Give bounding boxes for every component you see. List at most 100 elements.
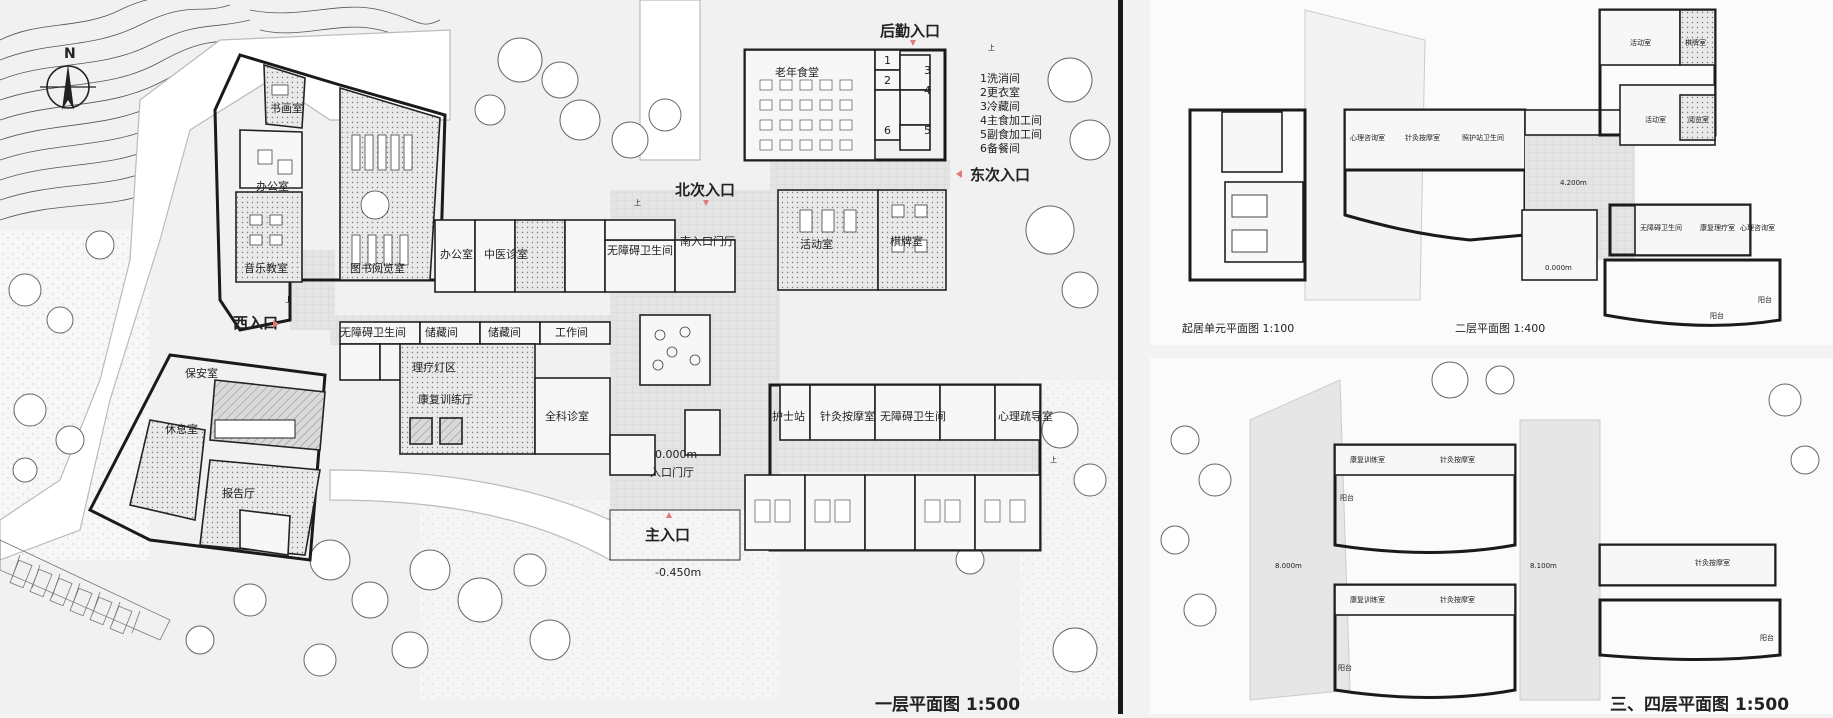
room-wc-3: 无障碍卫生间 xyxy=(880,409,946,423)
entrance-marker-icon xyxy=(910,40,916,46)
library-furniture xyxy=(351,134,413,266)
unit-plan-title: 起居单元平面图 1:100 xyxy=(1182,322,1294,335)
kitchen-number: 1 xyxy=(884,54,891,67)
svg-text:0.000m: 0.000m xyxy=(1545,264,1572,272)
stair-up-label: 上 xyxy=(634,198,641,207)
entrance-marker-icon xyxy=(956,170,962,178)
room-acupuncture: 针灸按摩室 xyxy=(820,409,875,423)
ground-floor-title: 一层平面图 1:500 xyxy=(875,695,1020,714)
kitchen-number: 6 xyxy=(884,124,891,137)
unit-beds xyxy=(754,499,1026,523)
svg-text:阅览室: 阅览室 xyxy=(1688,115,1709,124)
entrance-north-sub: 北次入口 xyxy=(675,181,735,199)
room-main-lobby: 入口门厅 xyxy=(650,465,694,479)
second-floor-labels: 活动室 棋牌室 活动室 阅览室 心理咨询室 针灸按摩室 照护站卫生间 无障碍卫生… xyxy=(1350,38,1775,320)
svg-text:5副食加工间: 5副食加工间 xyxy=(980,127,1042,141)
room-rehab: 康复训练厅 xyxy=(418,392,473,406)
room-south-lobby: 南入口门厅 xyxy=(680,234,735,248)
room-physio: 理疗灯区 xyxy=(412,360,456,374)
room-wc-2: 无障碍卫生间 xyxy=(340,325,406,339)
room-calligraphy: 书画室 xyxy=(270,101,303,115)
entrance-main: 主入口 xyxy=(645,526,690,544)
svg-text:心理咨询室: 心理咨询室 xyxy=(1350,133,1385,142)
svg-text:4.200m: 4.200m xyxy=(1560,179,1587,187)
svg-text:4主食加工间: 4主食加工间 xyxy=(980,113,1042,127)
kitchen-number: 3 xyxy=(924,64,931,77)
stair-up-label: 上 xyxy=(988,43,995,52)
svg-text:1洗消间: 1洗消间 xyxy=(980,71,1020,85)
parking xyxy=(0,539,171,641)
svg-text:康复训练室: 康复训练室 xyxy=(1350,595,1385,604)
svg-text:阳台: 阳台 xyxy=(1758,295,1772,304)
svg-text:康复理疗室: 康复理疗室 xyxy=(1700,223,1735,232)
svg-text:针灸按摩室: 针灸按摩室 xyxy=(1695,558,1730,567)
third-floor-title: 三、四层平面图 1:500 xyxy=(1610,695,1789,714)
room-nurse: 护士站 xyxy=(772,409,805,423)
third-floor-labels: 康复训练室 针灸按摩室 康复训练室 针灸按摩室 针灸按摩室 阳台 阳台 阳台 8… xyxy=(1275,455,1774,672)
svg-text:2更衣室: 2更衣室 xyxy=(980,85,1020,99)
svg-text:8.000m: 8.000m xyxy=(1275,562,1302,570)
ground-floor-plan: N xyxy=(0,0,1120,715)
svg-text:康复训练室: 康复训练室 xyxy=(1350,455,1385,464)
entrance-east-sub: 东次入口 xyxy=(970,166,1030,184)
entrance-west: 西入口 xyxy=(233,314,278,332)
svg-text:针灸按摩室: 针灸按摩室 xyxy=(1405,133,1440,142)
svg-text:活动室: 活动室 xyxy=(1645,115,1666,124)
entrance-marker-icon xyxy=(703,200,709,206)
room-counseling: 心理疏导室 xyxy=(998,409,1053,423)
room-chess: 棋牌室 xyxy=(890,234,923,248)
svg-text:活动室: 活动室 xyxy=(1630,38,1651,47)
room-office: 办公室 xyxy=(440,247,473,261)
north-label: N xyxy=(64,46,76,62)
svg-text:针灸按摩室: 针灸按摩室 xyxy=(1440,455,1475,464)
room-tcm: 中医诊室 xyxy=(484,247,528,261)
north-arrow-icon xyxy=(40,64,96,110)
svg-text:棋牌室: 棋牌室 xyxy=(1685,38,1706,47)
elevation-outside: -0.450m xyxy=(655,566,701,579)
svg-text:无障碍卫生间: 无障碍卫生间 xyxy=(1640,223,1682,232)
elevation-lobby: 0.000m xyxy=(655,448,697,461)
third-floor-plan xyxy=(1160,361,1820,701)
room-workroom: 工作间 xyxy=(555,326,588,339)
south-west-wing xyxy=(87,353,327,562)
room-storage-2: 储藏间 xyxy=(488,325,521,339)
room-wc-1: 无障碍卫生间 xyxy=(607,243,673,257)
trees xyxy=(8,37,1111,677)
stair-up-label: 上 xyxy=(1050,455,1057,464)
entrance-service: 后勤入口 xyxy=(880,22,940,40)
entrance-marker-icon xyxy=(666,512,672,518)
svg-text:针灸按摩室: 针灸按摩室 xyxy=(1440,595,1475,604)
room-activity: 活动室 xyxy=(800,237,833,251)
panel-divider xyxy=(1118,0,1123,714)
svg-text:心理咨询室: 心理咨询室 xyxy=(1740,223,1775,232)
room-lounge: 休息室 xyxy=(165,422,198,436)
svg-text:阳台: 阳台 xyxy=(1710,311,1724,320)
svg-text:8.100m: 8.100m xyxy=(1530,562,1557,570)
room-dining: 老年食堂 xyxy=(775,65,819,79)
svg-text:3冷藏间: 3冷藏间 xyxy=(980,100,1020,113)
room-office-west: 办公室 xyxy=(256,179,289,193)
room-storage-1: 储藏间 xyxy=(425,325,458,339)
kitchen-legend: 1洗消间 2更衣室 3冷藏间 4主食加工间 5副食加工间 6备餐间 xyxy=(980,71,1042,155)
svg-text:阳台: 阳台 xyxy=(1760,633,1774,642)
dining-tables xyxy=(759,79,853,151)
upper-plans: 起居单元平面图 1:100 活动室 棋牌室 活动室 阅览室 心理咨询室 针灸按摩… xyxy=(1150,0,1833,715)
second-floor-plan xyxy=(1343,8,1782,327)
kitchen-number: 2 xyxy=(884,74,891,87)
room-library: 图书阅览室 xyxy=(350,261,405,275)
svg-text:照护站卫生间: 照护站卫生间 xyxy=(1462,133,1504,142)
room-security: 保安室 xyxy=(185,366,218,380)
kitchen-number: 4 xyxy=(924,84,931,97)
svg-text:阳台: 阳台 xyxy=(1338,663,1352,672)
room-auditorium: 报告厅 xyxy=(222,486,255,500)
second-floor-title: 二层平面图 1:400 xyxy=(1455,322,1545,335)
svg-text:6备餐间: 6备餐间 xyxy=(980,141,1020,155)
kitchen-number: 5 xyxy=(924,124,931,137)
room-general-clinic: 全科诊室 xyxy=(545,409,589,423)
classroom-furniture xyxy=(249,84,293,246)
svg-text:阳台: 阳台 xyxy=(1340,493,1354,502)
stair-up-label: 上 xyxy=(285,295,292,304)
room-music: 音乐教室 xyxy=(244,261,288,275)
entrance-marker-icon xyxy=(273,320,279,328)
